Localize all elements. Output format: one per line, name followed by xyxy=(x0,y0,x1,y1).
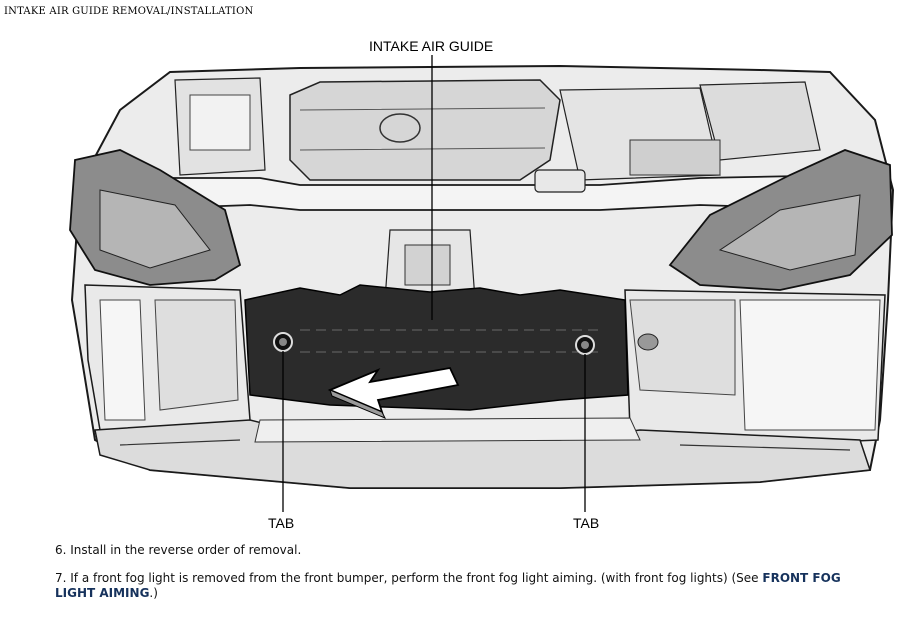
step-6-text: 6. Install in the reverse order of remov… xyxy=(55,543,302,557)
document-title: INTAKE AIR GUIDE REMOVAL/INSTALLATION xyxy=(4,6,254,17)
engine-cover xyxy=(289,79,561,181)
intake-air-guide-illustration xyxy=(69,55,895,512)
callout-tab-left: TAB xyxy=(268,515,295,531)
callout-intake-air-guide: INTAKE AIR GUIDE xyxy=(369,38,494,54)
step-7-end: .) xyxy=(149,586,158,600)
step-7-text: 7. If a front fog light is removed from … xyxy=(55,571,763,585)
intake-air-guide-part xyxy=(244,284,629,411)
engine-cover-emblem xyxy=(379,113,421,143)
callout-tab-right: TAB xyxy=(573,515,600,531)
front-fog-light-aiming-link[interactable]: FRONT FOG LIGHT AIMING xyxy=(55,571,841,600)
step-7-paragraph: 7. If a front fog light is removed from … xyxy=(55,571,885,601)
removal-direction-arrow-icon xyxy=(327,366,460,414)
